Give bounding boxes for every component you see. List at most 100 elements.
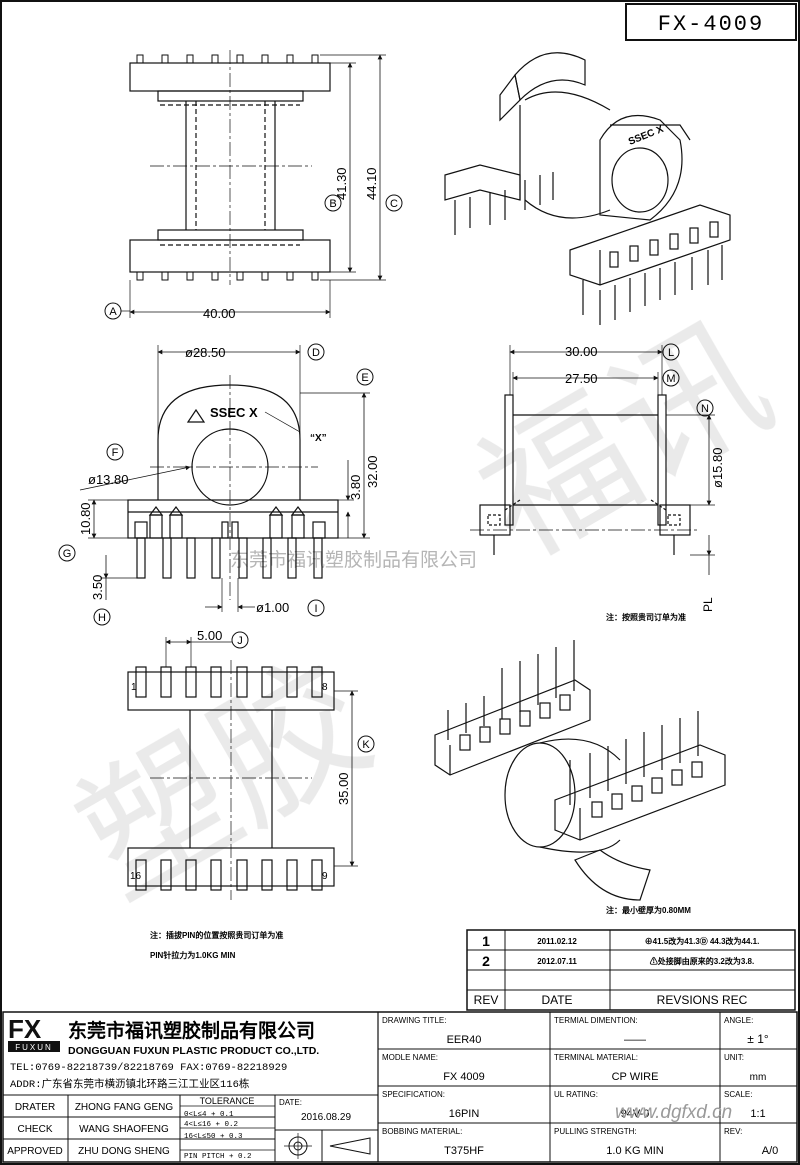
unit-label: UNIT: <box>724 1053 744 1062</box>
model-label: MODLE NAME: <box>382 1053 438 1062</box>
title-block-grid <box>2 1011 798 1163</box>
dim-bottom-height: 35.00 <box>336 772 351 805</box>
svg-text:J: J <box>237 635 243 647</box>
dim-right-width: 30.00 <box>565 344 598 359</box>
side-note: “X” <box>310 433 327 444</box>
part-number-header: FX-4009 <box>625 3 797 41</box>
scale-label: SCALE: <box>724 1090 752 1099</box>
ul-value: 94V-0 <box>621 1108 650 1120</box>
dim-side-height: 32.00 <box>365 455 380 488</box>
drawing-title-label: DRAWING TITLE: <box>382 1016 446 1025</box>
rev-row1-rev: 1 <box>482 933 490 949</box>
svg-text:D: D <box>312 347 320 359</box>
pin-number-bottom-right: 9 <box>322 871 328 882</box>
signoff-role-2: CHECK <box>17 1124 52 1135</box>
svg-text:L: L <box>668 347 674 359</box>
callout-g: G <box>58 544 76 562</box>
callout-c: C <box>385 194 403 212</box>
dim-side-inner-diameter: ø13.80 <box>88 472 128 487</box>
scale-value: 1:1 <box>750 1108 765 1120</box>
term-dim-label: TERMIAL DIMENTION: <box>554 1016 638 1025</box>
company-addr: ADDR:广东省东莞市横沥镇北环路三江工业区116栋 <box>10 1077 250 1091</box>
spec-label: SPECIFICATION: <box>382 1090 445 1099</box>
pull-label: PULLING STRENGTH: <box>554 1127 637 1136</box>
tolerance-row-2: 4<L≤16 + 0.2 <box>184 1121 238 1129</box>
term-mat-label: TERMINAL MATERIAL: <box>554 1053 638 1062</box>
svg-text:A: A <box>109 306 117 318</box>
date-label: DATE: <box>279 1098 302 1107</box>
dim-right-core: ø15.80 <box>710 448 725 488</box>
company-tel: TEL:0769-82218739/82218769 FAX:0769-8221… <box>10 1062 287 1074</box>
revision-table <box>466 929 796 1011</box>
dim-side-small: 3.80 <box>348 475 363 500</box>
callout-m: M <box>662 369 680 387</box>
callout-n: N <box>696 399 714 417</box>
svg-text:H: H <box>98 612 106 624</box>
unit-value: mm <box>750 1072 767 1083</box>
svg-text:K: K <box>362 739 370 751</box>
rev-row1-rec: ⊕41.5改为41.3Ⓓ 44.3改为44.1. <box>645 936 760 946</box>
callout-k: K <box>357 735 375 753</box>
dim-front-height-c: 44.10 <box>364 167 379 200</box>
tolerance-title: TOLERANCE <box>200 1096 255 1106</box>
iso-note: 注：最小壁厚为0.80MM <box>606 905 691 915</box>
term-mat-value: CP WIRE <box>612 1071 659 1083</box>
dim-side-pin-area: 10.80 <box>78 502 93 535</box>
right-note: 注：按照贵司订单为准 <box>606 612 686 622</box>
rev-row2-rec: ⚠处接脚由原来的3.2改为3.8. <box>650 956 754 966</box>
svg-text:F: F <box>112 447 119 459</box>
tolerance-row-1: 0<L≤4 + 0.1 <box>184 1111 234 1119</box>
part-number: FX-4009 <box>658 12 764 37</box>
callout-i: I <box>307 599 325 617</box>
signoff-name-3: ZHU DONG SHENG <box>78 1146 170 1157</box>
signoff-name-2: WANG SHAOFENG <box>79 1124 169 1135</box>
bobbing-label: BOBBING MATERIAL: <box>382 1127 462 1136</box>
drawing-title-value: EER40 <box>447 1034 482 1046</box>
svg-text:E: E <box>361 372 368 384</box>
model-value: FX 4009 <box>443 1071 485 1083</box>
dim-bottom-pitch: 5.00 <box>197 628 222 643</box>
pin-number-top-left: 1 <box>131 682 137 693</box>
pin-number-top-right: 8 <box>322 682 328 693</box>
svg-text:C: C <box>390 198 398 210</box>
signoff-name-1: ZHONG FANG GENG <box>75 1102 174 1113</box>
svg-text:FUXUN: FUXUN <box>15 1043 53 1052</box>
dim-pin-diameter: ø1.00 <box>256 600 289 615</box>
background-watermark: 福讯 塑胶 <box>51 290 798 931</box>
svg-text:G: G <box>63 548 72 560</box>
callout-j: J <box>231 631 249 649</box>
svg-text:FX: FX <box>8 1014 42 1044</box>
dim-side-pin-length: 3.50 <box>90 575 105 600</box>
dim-front-width: 40.00 <box>203 306 236 321</box>
rev-row2-rev: 2 <box>482 953 490 969</box>
company-name-cn: 东莞市福讯塑胶制品有限公司 <box>68 1019 315 1042</box>
dim-right-inner-width: 27.50 <box>565 371 598 386</box>
bobbing-value: T375HF <box>444 1145 484 1157</box>
svg-text:N: N <box>701 403 709 415</box>
company-logo: FX FUXUN <box>8 1014 60 1052</box>
rev-header-rec: REVSIONS REC <box>657 993 748 1007</box>
pull-value: 1.0 KG MIN <box>606 1145 664 1157</box>
term-dim-value: —— <box>624 1034 646 1046</box>
site-watermark: www.dgfxd.cn <box>615 1102 732 1123</box>
right-section-view <box>470 345 715 575</box>
company-watermark-text: 东莞市福讯塑胶制品有限公司 <box>230 549 477 571</box>
svg-text:B: B <box>329 198 336 210</box>
svg-text:福讯: 福讯 <box>451 290 798 591</box>
bottom-view <box>127 637 358 900</box>
callout-b: B <box>324 194 342 212</box>
angle-label: ANGLE: <box>724 1016 753 1025</box>
iso-mark: SSEC X <box>627 124 665 148</box>
side-mark: SSEC X <box>210 405 258 420</box>
callout-l: L <box>662 343 680 361</box>
rev-row2-date: 2012.07.11 <box>537 957 577 966</box>
ul-label: UL RATING: <box>554 1090 598 1099</box>
side-view <box>79 345 370 612</box>
rev-header-date: DATE <box>541 993 572 1007</box>
spec-value: 16PIN <box>449 1108 480 1120</box>
angle-value: ± 1° <box>747 1032 769 1046</box>
callout-a: A <box>104 302 130 320</box>
signoff-role-3: APPROVED <box>7 1146 63 1157</box>
rev-row1-date: 2011.02.12 <box>537 937 577 946</box>
